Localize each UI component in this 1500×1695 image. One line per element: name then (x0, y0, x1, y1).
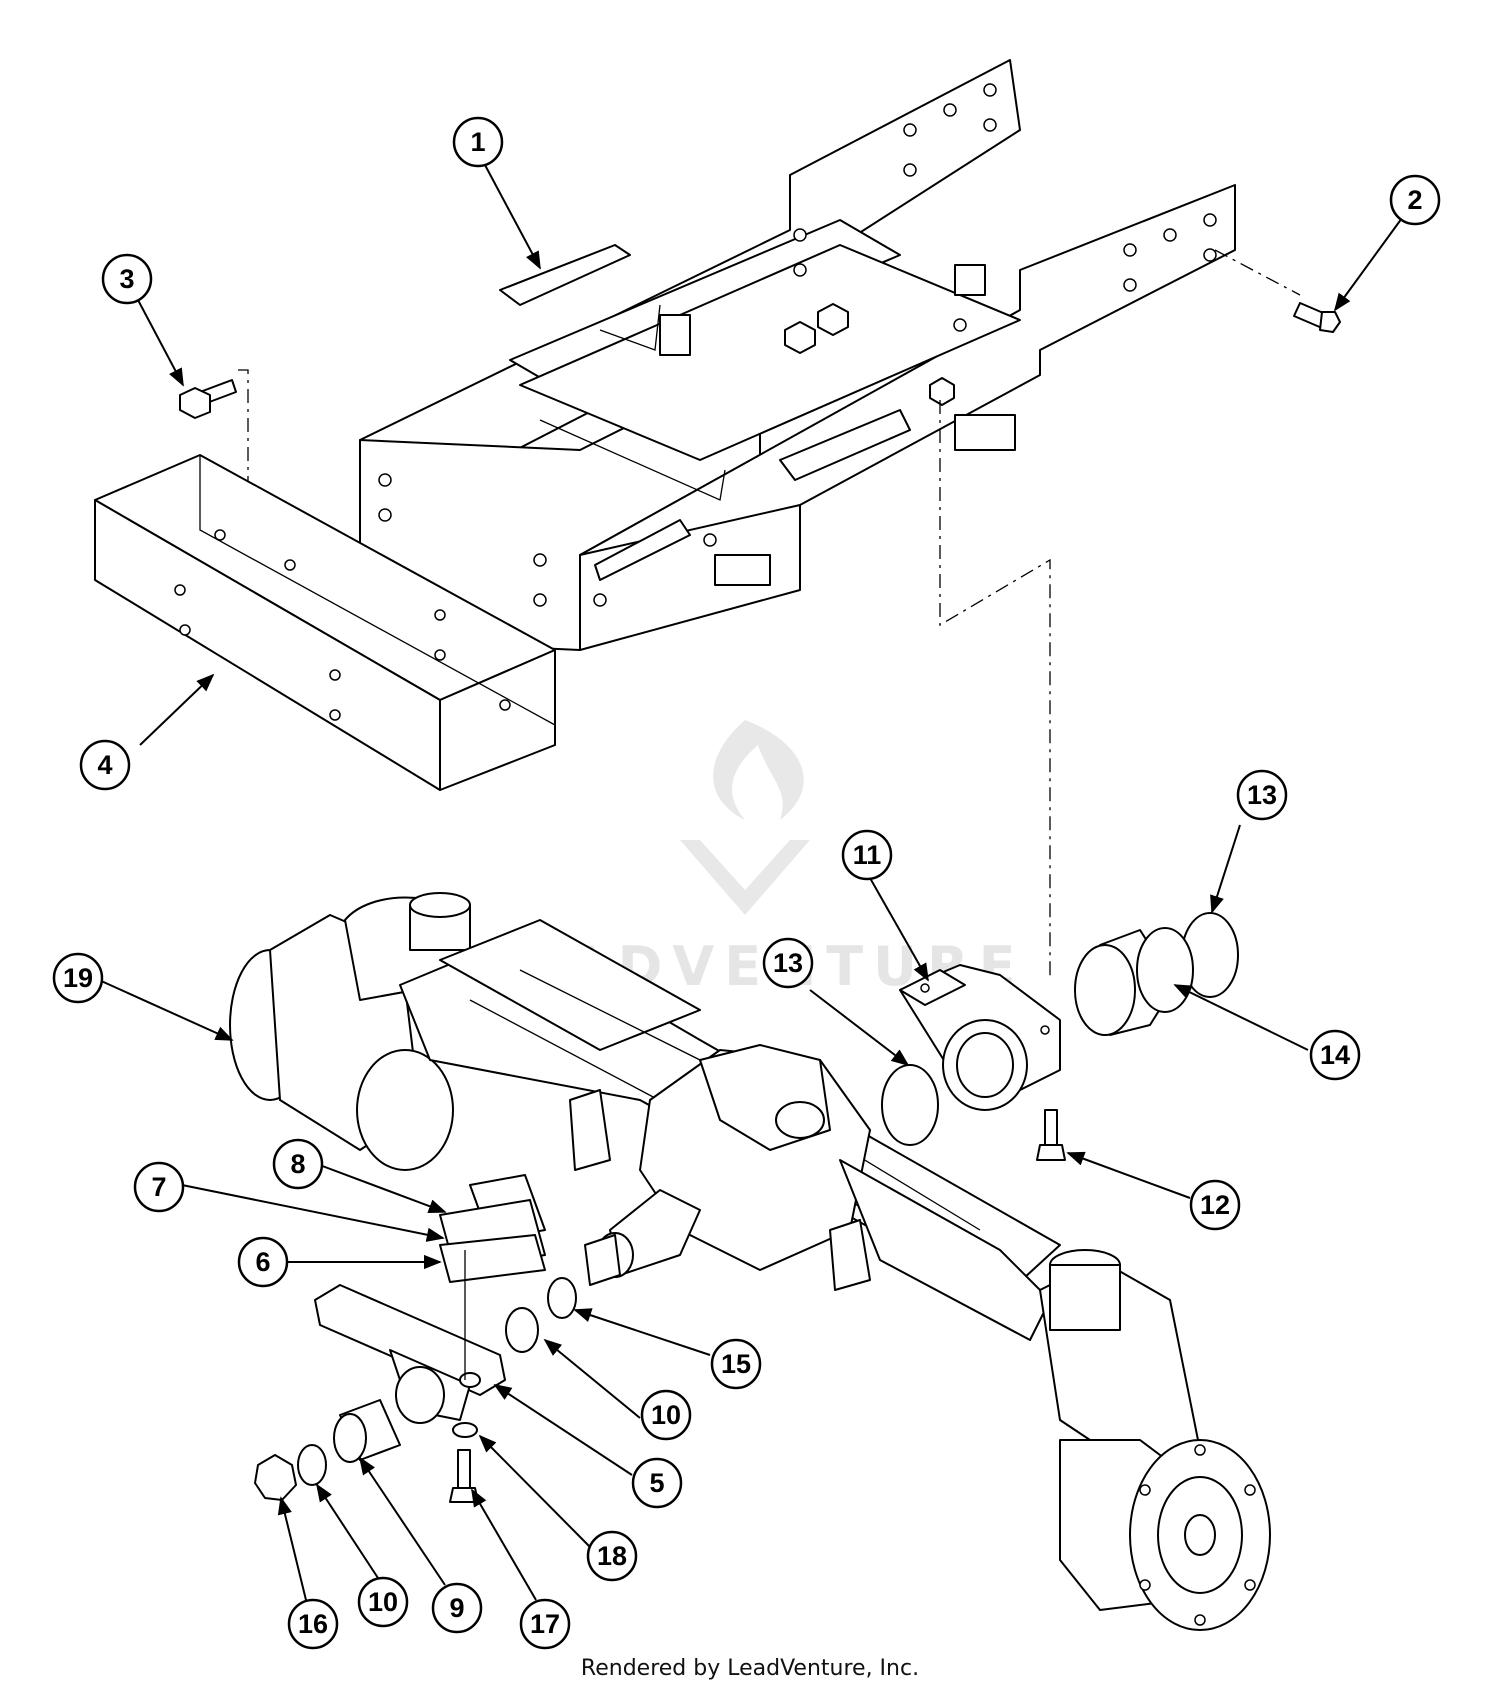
callout-8: 8 (272, 1138, 324, 1190)
pivot-bracket-part-11 (899, 964, 1061, 1111)
washer-part-10-upper (505, 1307, 539, 1353)
callout-18-label: 18 (597, 1541, 627, 1571)
callout-11-label: 11 (853, 840, 882, 870)
callout-1-label: 1 (470, 127, 485, 157)
washer-part-10-lower (297, 1444, 327, 1486)
callout-13-left: 13 (762, 937, 814, 989)
callout-9: 9 (431, 1582, 483, 1634)
callout-15: 15 (710, 1338, 762, 1390)
frame-assembly (359, 59, 1236, 651)
callout-4: 4 (79, 739, 131, 791)
callout-12-label: 12 (1200, 1190, 1230, 1220)
callout-5: 5 (631, 1457, 683, 1509)
callout-13-right: 13 (1236, 769, 1288, 821)
callout-3: 3 (101, 253, 153, 305)
callout-14-label: 14 (1320, 1040, 1350, 1070)
callout-8-label: 8 (290, 1149, 305, 1179)
callout-17: 17 (519, 1598, 571, 1650)
callout-11: 11 (841, 829, 893, 881)
callout-9-label: 9 (449, 1593, 464, 1623)
callout-16: 16 (287, 1598, 339, 1650)
callout-7: 7 (133, 1161, 185, 1213)
callout-19-label: 19 (63, 963, 93, 993)
callout-7-label: 7 (151, 1172, 166, 1202)
lock-washer-part-18 (452, 1422, 478, 1438)
callout-6-label: 6 (255, 1247, 270, 1277)
leader-lines (98, 164, 1403, 1601)
callout-4-label: 4 (97, 750, 112, 780)
callout-19: 19 (52, 952, 104, 1004)
callout-10-lower: 10 (357, 1576, 409, 1628)
callout-14: 14 (1309, 1029, 1361, 1081)
callout-17-label: 17 (530, 1609, 560, 1639)
front-weight-bracket-part-4 (94, 454, 556, 791)
shim-stack-parts-6-7-8 (439, 1174, 546, 1283)
callout-10-upper: 10 (640, 1389, 692, 1441)
footer-credit: Rendered by LeadVenture, Inc. (580, 1656, 920, 1681)
o-ring-part-13-left (881, 1064, 939, 1146)
callout-2-label: 2 (1407, 185, 1422, 215)
bolt-part-12 (1036, 1109, 1066, 1161)
callout-5-label: 5 (649, 1468, 664, 1498)
bushing-part-14 (1074, 927, 1194, 1036)
callout-16-label: 16 (298, 1609, 328, 1639)
callout-1: 1 (452, 116, 504, 168)
callout-6: 6 (237, 1236, 289, 1288)
callout-2: 2 (1389, 174, 1441, 226)
callout-10-lower-label: 10 (368, 1587, 398, 1617)
callout-13-right-label: 13 (1247, 780, 1277, 810)
washer-part-15 (547, 1277, 577, 1319)
support-bracket-part-5 (314, 1250, 506, 1424)
callout-13-left-label: 13 (773, 948, 803, 978)
centerline-frame-to-axle (939, 400, 1051, 980)
front-axle-assembly-part-19 (229, 892, 1271, 1631)
callout-18: 18 (586, 1530, 638, 1582)
nut-part-16 (254, 1454, 297, 1501)
bolt-part-2 (1214, 249, 1341, 333)
bushing-part-9 (333, 1399, 401, 1463)
callout-15-label: 15 (721, 1349, 751, 1379)
callouts: 1 2 3 4 5 6 7 8 (52, 116, 1441, 1650)
callout-12: 12 (1189, 1179, 1241, 1231)
callout-10-upper-label: 10 (651, 1400, 681, 1430)
callout-3-label: 3 (119, 264, 134, 294)
